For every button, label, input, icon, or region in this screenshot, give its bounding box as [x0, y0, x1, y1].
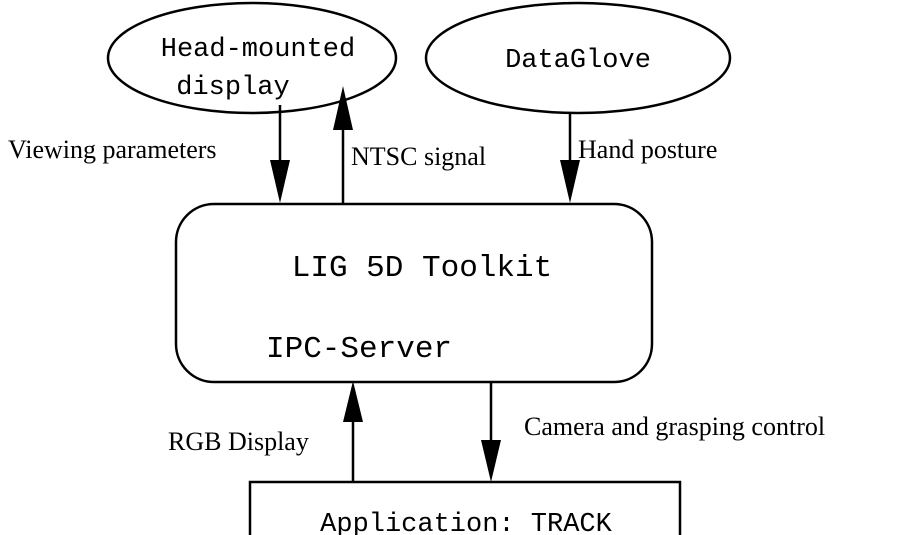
node-application-label: Application: TRACK [320, 510, 612, 535]
edge-camera-grasping-label: Camera and grasping control [524, 412, 825, 441]
node-toolkit-label-line1: LIG 5D Toolkit [292, 251, 552, 286]
edge-hand-posture: Hand posture [560, 112, 717, 203]
edge-ntsc-signal: NTSC signal [333, 86, 486, 204]
node-toolkit: LIG 5D Toolkit IPC-Server [174, 202, 654, 384]
edge-rgb-display-arrowhead [343, 381, 363, 422]
node-application-shape [248, 480, 682, 535]
edge-rgb-display: RGB Display [168, 381, 363, 482]
edge-hand-posture-arrowhead [560, 160, 580, 203]
edge-viewing-parameters-label: Viewing parameters [8, 135, 217, 164]
node-toolkit-label-line2: IPC-Server [266, 332, 452, 367]
node-dataglove-label: DataGlove [505, 46, 651, 76]
node-dataglove: DataGlove [424, 1, 732, 115]
node-dataglove-shape [424, 1, 732, 115]
node-head-mounted-display-shape [106, 1, 398, 115]
edge-hand-posture-label: Hand posture [578, 135, 717, 164]
node-toolkit-shape [174, 202, 654, 384]
node-application: Application: TRACK [248, 480, 682, 535]
edge-viewing-parameters-arrowhead [270, 160, 290, 203]
node-head-mounted-display-label-line2: display [176, 73, 289, 103]
edge-ntsc-signal-label: NTSC signal [351, 142, 486, 171]
node-head-mounted-display-label-line1: Head-mounted [161, 35, 355, 65]
node-head-mounted-display: Head-mounted display [106, 1, 398, 115]
edge-camera-grasping-arrowhead [481, 440, 501, 482]
edge-rgb-display-label: RGB Display [168, 427, 309, 456]
edge-ntsc-signal-arrowhead [333, 86, 353, 130]
edge-viewing-parameters: Viewing parameters [8, 105, 290, 203]
edge-camera-grasping: Camera and grasping control [481, 382, 825, 482]
